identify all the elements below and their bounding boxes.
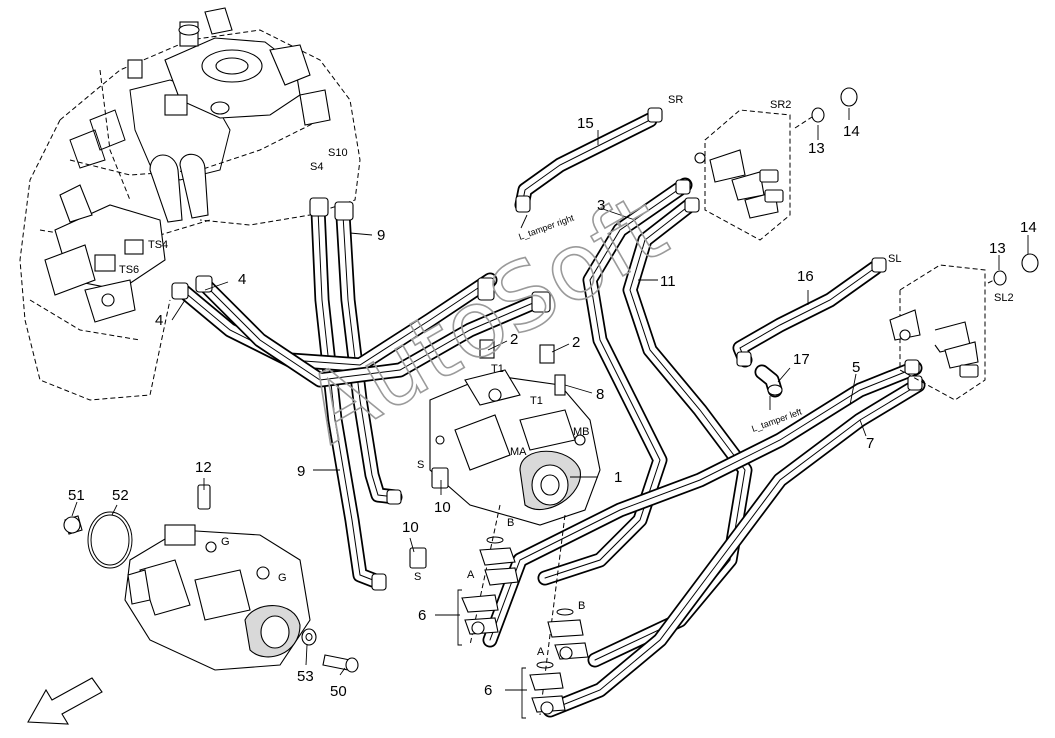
callout-9-lower: 9 bbox=[297, 463, 305, 480]
callout-16: 16 bbox=[797, 268, 814, 285]
hoses bbox=[174, 112, 926, 718]
callout-52: 52 bbox=[112, 487, 129, 504]
callout-10-upper: 10 bbox=[434, 499, 451, 516]
port-mb: MB bbox=[573, 426, 590, 438]
callout-4-lower: 4 bbox=[155, 312, 163, 329]
callout-13-lower: 13 bbox=[989, 240, 1006, 257]
callout-9-upper: 9 bbox=[377, 227, 385, 244]
port-sl: SL bbox=[888, 253, 901, 265]
hose-fittings bbox=[171, 107, 923, 591]
callout-5: 5 bbox=[852, 359, 860, 376]
machine-tank-assembly bbox=[19, 7, 361, 401]
leader-lines bbox=[71, 108, 1029, 691]
port-ts4: TS4 bbox=[148, 239, 168, 251]
main-pump-assembly bbox=[409, 339, 601, 569]
bracket-marks bbox=[457, 589, 526, 719]
port-s10: S10 bbox=[328, 147, 348, 159]
callout-51: 51 bbox=[68, 487, 85, 504]
callout-6-upper: 6 bbox=[418, 607, 426, 624]
port-s-upper: S bbox=[417, 459, 424, 471]
port-g-lower: G bbox=[278, 572, 287, 584]
callout-53: 53 bbox=[297, 668, 314, 685]
port-sr2: SR2 bbox=[770, 99, 791, 111]
callout-2-right: 2 bbox=[572, 334, 580, 351]
callout-15: 15 bbox=[577, 115, 594, 132]
orientation-arrow-icon bbox=[27, 677, 103, 725]
port-t1-upper: T1 bbox=[491, 363, 504, 375]
port-sl2: SL2 bbox=[994, 292, 1014, 304]
port-ma: MA bbox=[510, 446, 527, 458]
callout-11: 11 bbox=[660, 273, 676, 290]
callout-7: 7 bbox=[866, 435, 874, 452]
callout-17: 17 bbox=[793, 351, 810, 368]
port-b-upper: B bbox=[507, 517, 514, 529]
callout-13-upper: 13 bbox=[808, 140, 825, 157]
valve-block-lower bbox=[889, 253, 1039, 401]
callout-labels: 1 2 2 3 4 4 5 6 6 7 8 9 9 10 10 11 12 13… bbox=[68, 115, 1037, 700]
callout-10-lower: 10 bbox=[402, 519, 419, 536]
callout-2-left: 2 bbox=[510, 331, 518, 348]
secondary-pump-assembly bbox=[63, 484, 359, 673]
port-t1-lower: T1 bbox=[530, 395, 543, 407]
port-ts6: TS6 bbox=[119, 264, 139, 276]
callout-50: 50 bbox=[330, 683, 347, 700]
callout-14-lower: 14 bbox=[1020, 219, 1037, 236]
port-g-upper: G bbox=[221, 536, 230, 548]
callout-8: 8 bbox=[596, 386, 604, 403]
valve-block-upper bbox=[694, 87, 858, 241]
port-a-upper: A bbox=[467, 569, 475, 581]
callout-14-upper: 14 bbox=[843, 123, 860, 140]
port-a-lower: A bbox=[537, 646, 545, 658]
port-s-lower: S bbox=[414, 571, 421, 583]
port-labels: SR SR2 SL SL2 S4 S10 TS4 TS6 T1 T1 MA MB… bbox=[119, 94, 1014, 658]
callout-1: 1 bbox=[614, 469, 622, 486]
port-b-lower: B bbox=[578, 600, 585, 612]
callout-3: 3 bbox=[597, 197, 605, 214]
callout-4-upper: 4 bbox=[238, 271, 246, 288]
port-sr: SR bbox=[668, 94, 683, 106]
callout-6-lower: 6 bbox=[484, 682, 492, 699]
flange-clamps bbox=[461, 504, 589, 716]
callout-12: 12 bbox=[195, 459, 212, 476]
port-s4: S4 bbox=[310, 161, 323, 173]
